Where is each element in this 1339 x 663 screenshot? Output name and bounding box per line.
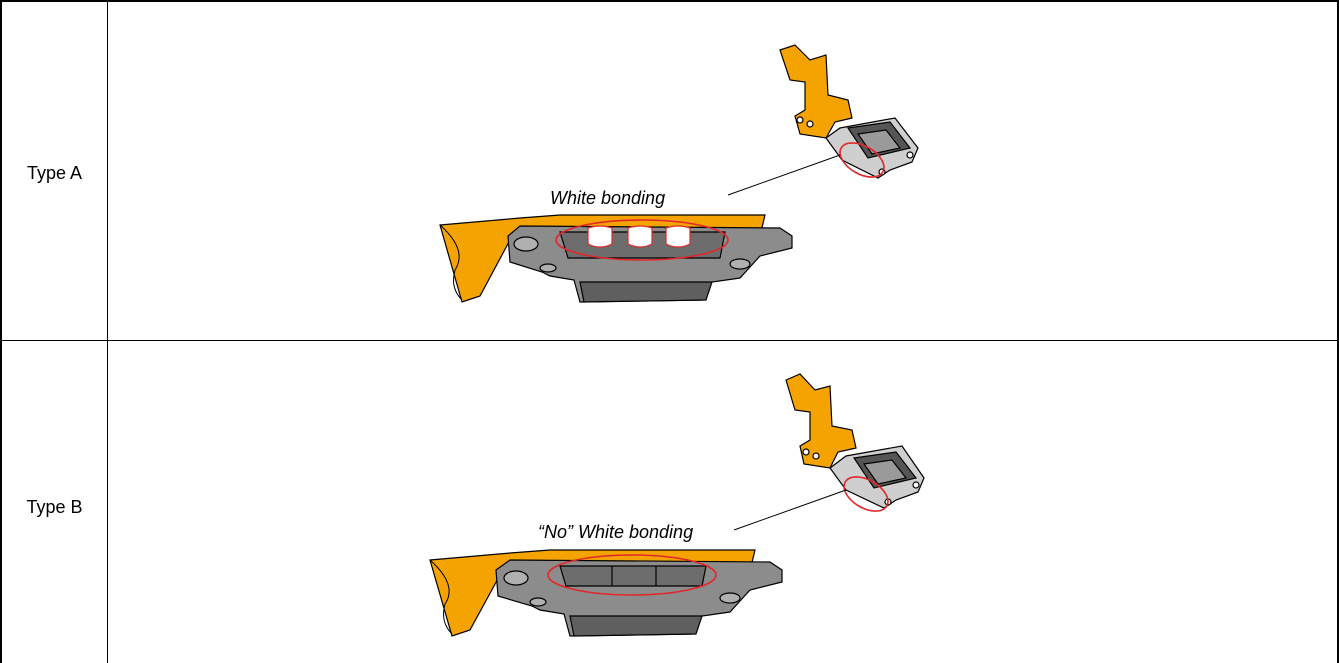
- row-label-type-a: Type A: [26, 163, 83, 183]
- type-a-small-highlight: [839, 142, 885, 178]
- type-b-large-module: [429, 549, 783, 637]
- table-border-right: [1337, 0, 1339, 663]
- type-b-large-highlight: [547, 554, 717, 596]
- row-divider: [0, 340, 1339, 341]
- table-border-top: [0, 0, 1339, 2]
- caption-type-a: White bonding: [550, 188, 666, 208]
- type-b-figure: [429, 373, 925, 637]
- type-b-small-highlight: [843, 476, 889, 512]
- column-divider: [107, 0, 108, 663]
- type-b-leader-line: [733, 489, 847, 531]
- type-a-small-module: [779, 44, 919, 179]
- type-a-large-highlight: [555, 219, 729, 261]
- caption-type-b: “No” White bonding: [538, 522, 694, 542]
- type-a-figure: [439, 44, 919, 303]
- table-border-left: [0, 0, 2, 663]
- type-a-leader-line: [727, 154, 841, 196]
- type-b-small-module: [785, 373, 925, 509]
- row-label-type-b: Type B: [26, 497, 83, 517]
